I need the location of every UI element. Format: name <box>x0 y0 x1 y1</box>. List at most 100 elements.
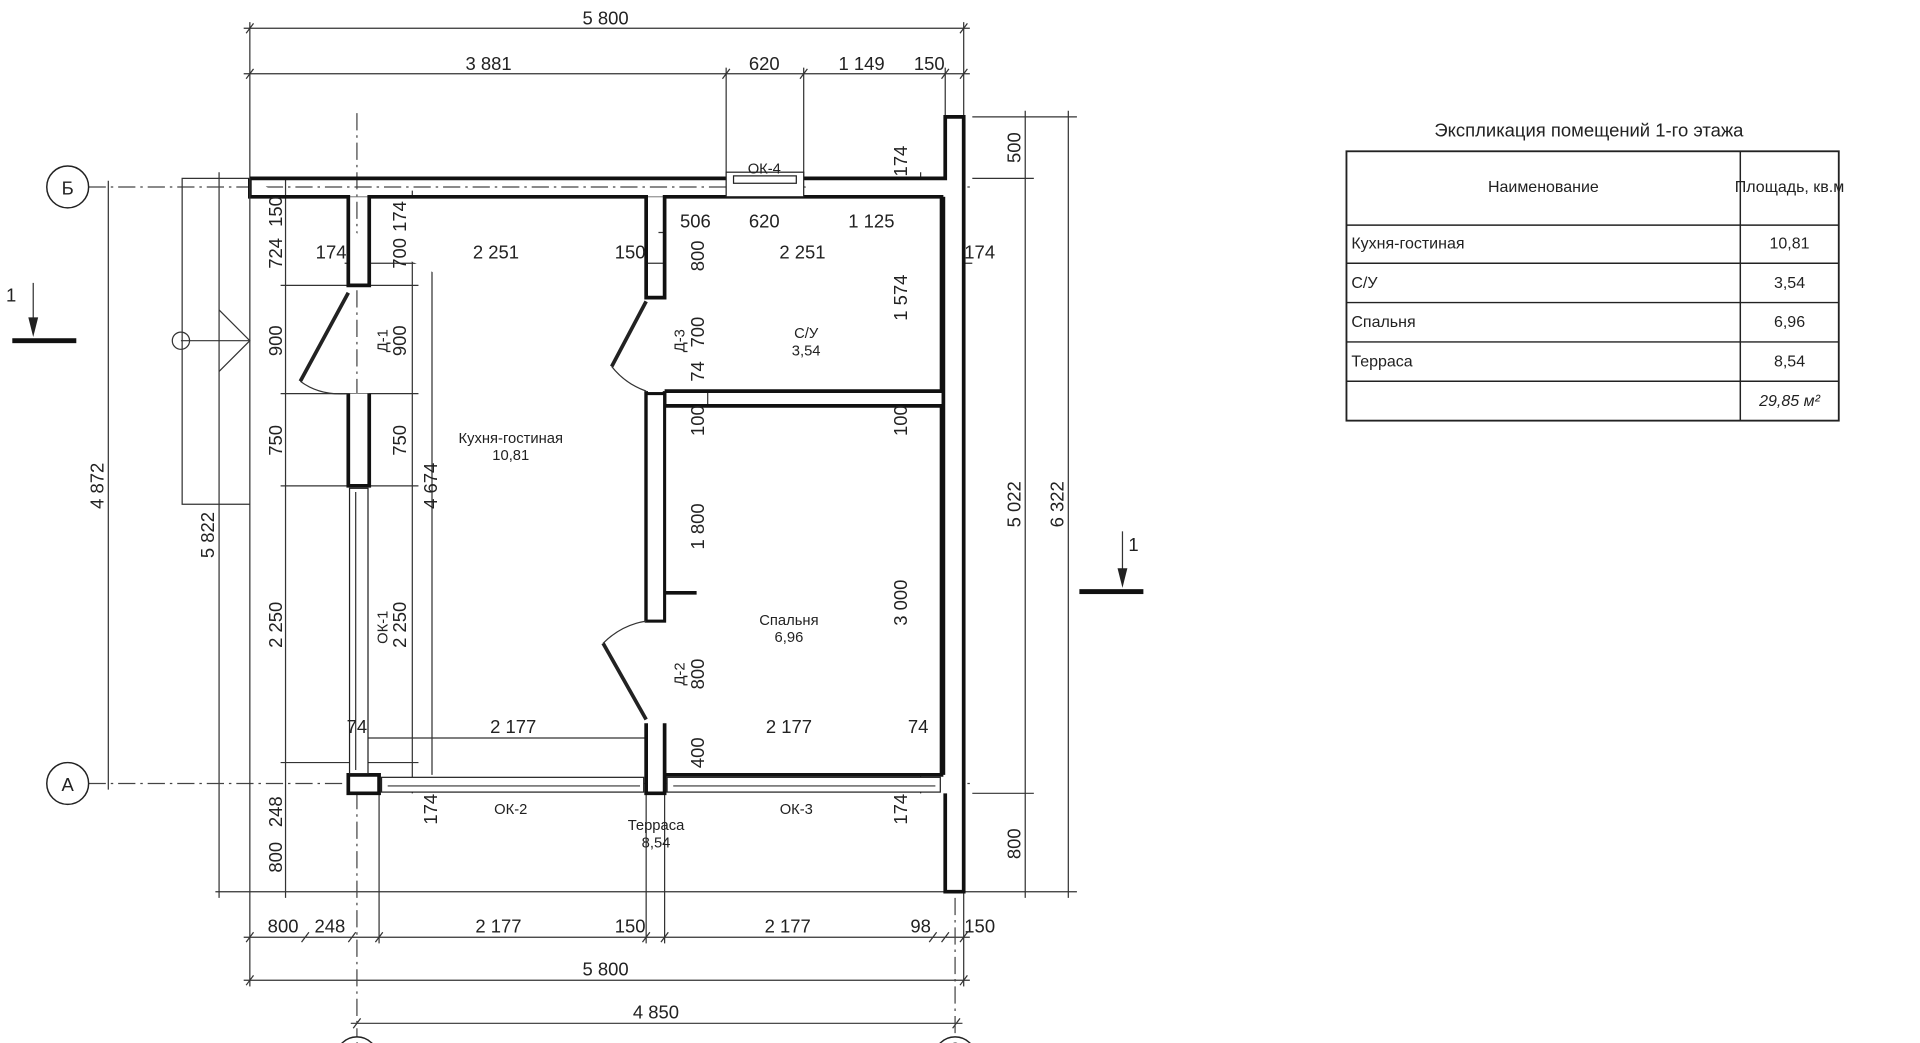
tag-d2: Д-2 <box>672 662 688 685</box>
tag-d3: Д-3 <box>672 329 688 352</box>
dim-label: 900 <box>389 325 410 356</box>
dim-label: 174 <box>890 146 911 177</box>
dim-label: 100 <box>890 405 911 436</box>
dim-label: 2 177 <box>475 915 521 936</box>
tag-ok1: ОК-1 <box>376 611 392 644</box>
dim-label: 800 <box>1003 828 1024 859</box>
room-area-wc: 3,54 <box>792 343 821 359</box>
door-d2 <box>601 620 648 721</box>
walls <box>248 115 966 894</box>
dim-label: 1 800 <box>687 503 708 549</box>
dim-label: 2 177 <box>765 915 811 936</box>
room-name-kitchen: Кухня-гостиная <box>459 431 563 447</box>
dim-label: 5 022 <box>1003 481 1024 527</box>
dim-label: 2 251 <box>779 241 825 262</box>
row-area: 3,54 <box>1774 275 1805 292</box>
dim-label: 150 <box>615 915 646 936</box>
dim-label: 174 <box>964 241 995 262</box>
svg-text:1: 1 <box>1128 534 1138 555</box>
dim-label: 5 800 <box>582 8 628 29</box>
room-name-wc: С/У <box>794 326 819 342</box>
axis-label-a: А <box>62 774 75 795</box>
door-d3 <box>610 300 648 392</box>
section-mark-left: 1 <box>6 282 77 344</box>
table-row: Спальня 6,96 <box>1351 314 1805 331</box>
dim-label: 700 <box>687 317 708 348</box>
axis-bubble-1 <box>341 1036 373 1043</box>
door-d1 <box>298 291 350 395</box>
tag-d1: Д-1 <box>376 329 392 352</box>
dim-label: 800 <box>687 240 708 271</box>
dim-label: 620 <box>749 211 780 232</box>
table-title: Экспликация помещений 1-го этажа <box>1434 120 1744 141</box>
dim-label: 2 177 <box>490 716 536 737</box>
dim-label: 900 <box>265 325 286 356</box>
room-area-kitchen: 10,81 <box>492 448 529 464</box>
axis-label-2: 2 <box>950 1038 960 1043</box>
axis-label-b: Б <box>62 177 74 198</box>
dim-label: 4 674 <box>420 463 441 509</box>
row-area: 8,54 <box>1774 354 1805 371</box>
tag-ok4: ОК-4 <box>748 161 781 177</box>
row-area: 6,96 <box>1774 314 1805 331</box>
dim-label: 174 <box>316 241 347 262</box>
row-area: 10,81 <box>1770 235 1810 252</box>
dim-label: 174 <box>389 201 410 232</box>
dim-label: 500 <box>1003 132 1024 163</box>
dim-label: 248 <box>265 796 286 827</box>
row-name: С/У <box>1351 275 1378 292</box>
dim-label: 620 <box>749 53 780 74</box>
dim-label: 1 125 <box>848 211 894 232</box>
dim-label: 150 <box>265 196 286 227</box>
dim-label: 800 <box>265 842 286 873</box>
dim-label: 2 250 <box>389 602 410 648</box>
table-row: Терраса 8,54 <box>1351 354 1805 371</box>
room-schedule-table: Экспликация помещений 1-го этажа Наимено… <box>1345 120 1844 422</box>
porch-steps <box>171 177 251 505</box>
dim-label: 400 <box>687 737 708 768</box>
dim-label: 724 <box>265 238 286 269</box>
dim-label: 1 149 <box>838 53 884 74</box>
dim-label: 700 <box>389 238 410 269</box>
dim-label: 2 251 <box>473 241 519 262</box>
dim-label: 174 <box>420 794 441 825</box>
window-ok2 <box>380 776 645 793</box>
section-mark-right: 1 <box>1079 531 1144 595</box>
dim-label: 506 <box>680 211 711 232</box>
tag-ok3: ОК-3 <box>780 802 813 818</box>
dim-label: 150 <box>914 53 945 74</box>
dimension-lines <box>107 22 1077 1029</box>
dim-label: 100 <box>687 405 708 436</box>
svg-text:1: 1 <box>6 284 16 305</box>
axis-bubble-2 <box>939 1036 971 1043</box>
dim-label: 5 822 <box>197 512 218 558</box>
dim-label: 5 800 <box>582 958 628 979</box>
dim-label: 74 <box>687 361 708 382</box>
dim-label: 750 <box>265 425 286 456</box>
window-ok3 <box>666 776 941 793</box>
dim-label: 150 <box>964 915 995 936</box>
dim-label: 2 250 <box>265 602 286 648</box>
table-row: Кухня-гостиная 10,81 <box>1351 235 1809 252</box>
row-name: Спальня <box>1351 314 1415 331</box>
dim-label: 98 <box>910 915 931 936</box>
dim-label: 750 <box>389 425 410 456</box>
tag-ok2: ОК-2 <box>494 802 527 818</box>
dim-label: 1 574 <box>890 275 911 321</box>
dim-label: 4 872 <box>86 463 107 509</box>
openings <box>298 171 941 793</box>
dim-label: 3 000 <box>890 580 911 626</box>
dim-label: 800 <box>687 659 708 690</box>
axis-bubble-b <box>46 165 90 209</box>
room-area-terrace: 8,54 <box>642 835 671 851</box>
axis-label-1: 1 <box>352 1038 362 1043</box>
table-row: С/У 3,54 <box>1351 275 1805 292</box>
dim-label: 150 <box>615 241 646 262</box>
dimension-labels: 5 800 3 881 620 1 149 150 506 620 1 125 … <box>86 8 1067 1023</box>
table-header-area: Площадь, кв.м <box>1735 179 1844 196</box>
dim-label: 74 <box>347 716 368 737</box>
dim-label: 6 322 <box>1046 481 1067 527</box>
opening-tags: ОК-4 Д-1 ОК-1 Д-3 Д-2 ОК-2 ОК-3 <box>376 161 813 818</box>
dim-label: 174 <box>890 794 911 825</box>
